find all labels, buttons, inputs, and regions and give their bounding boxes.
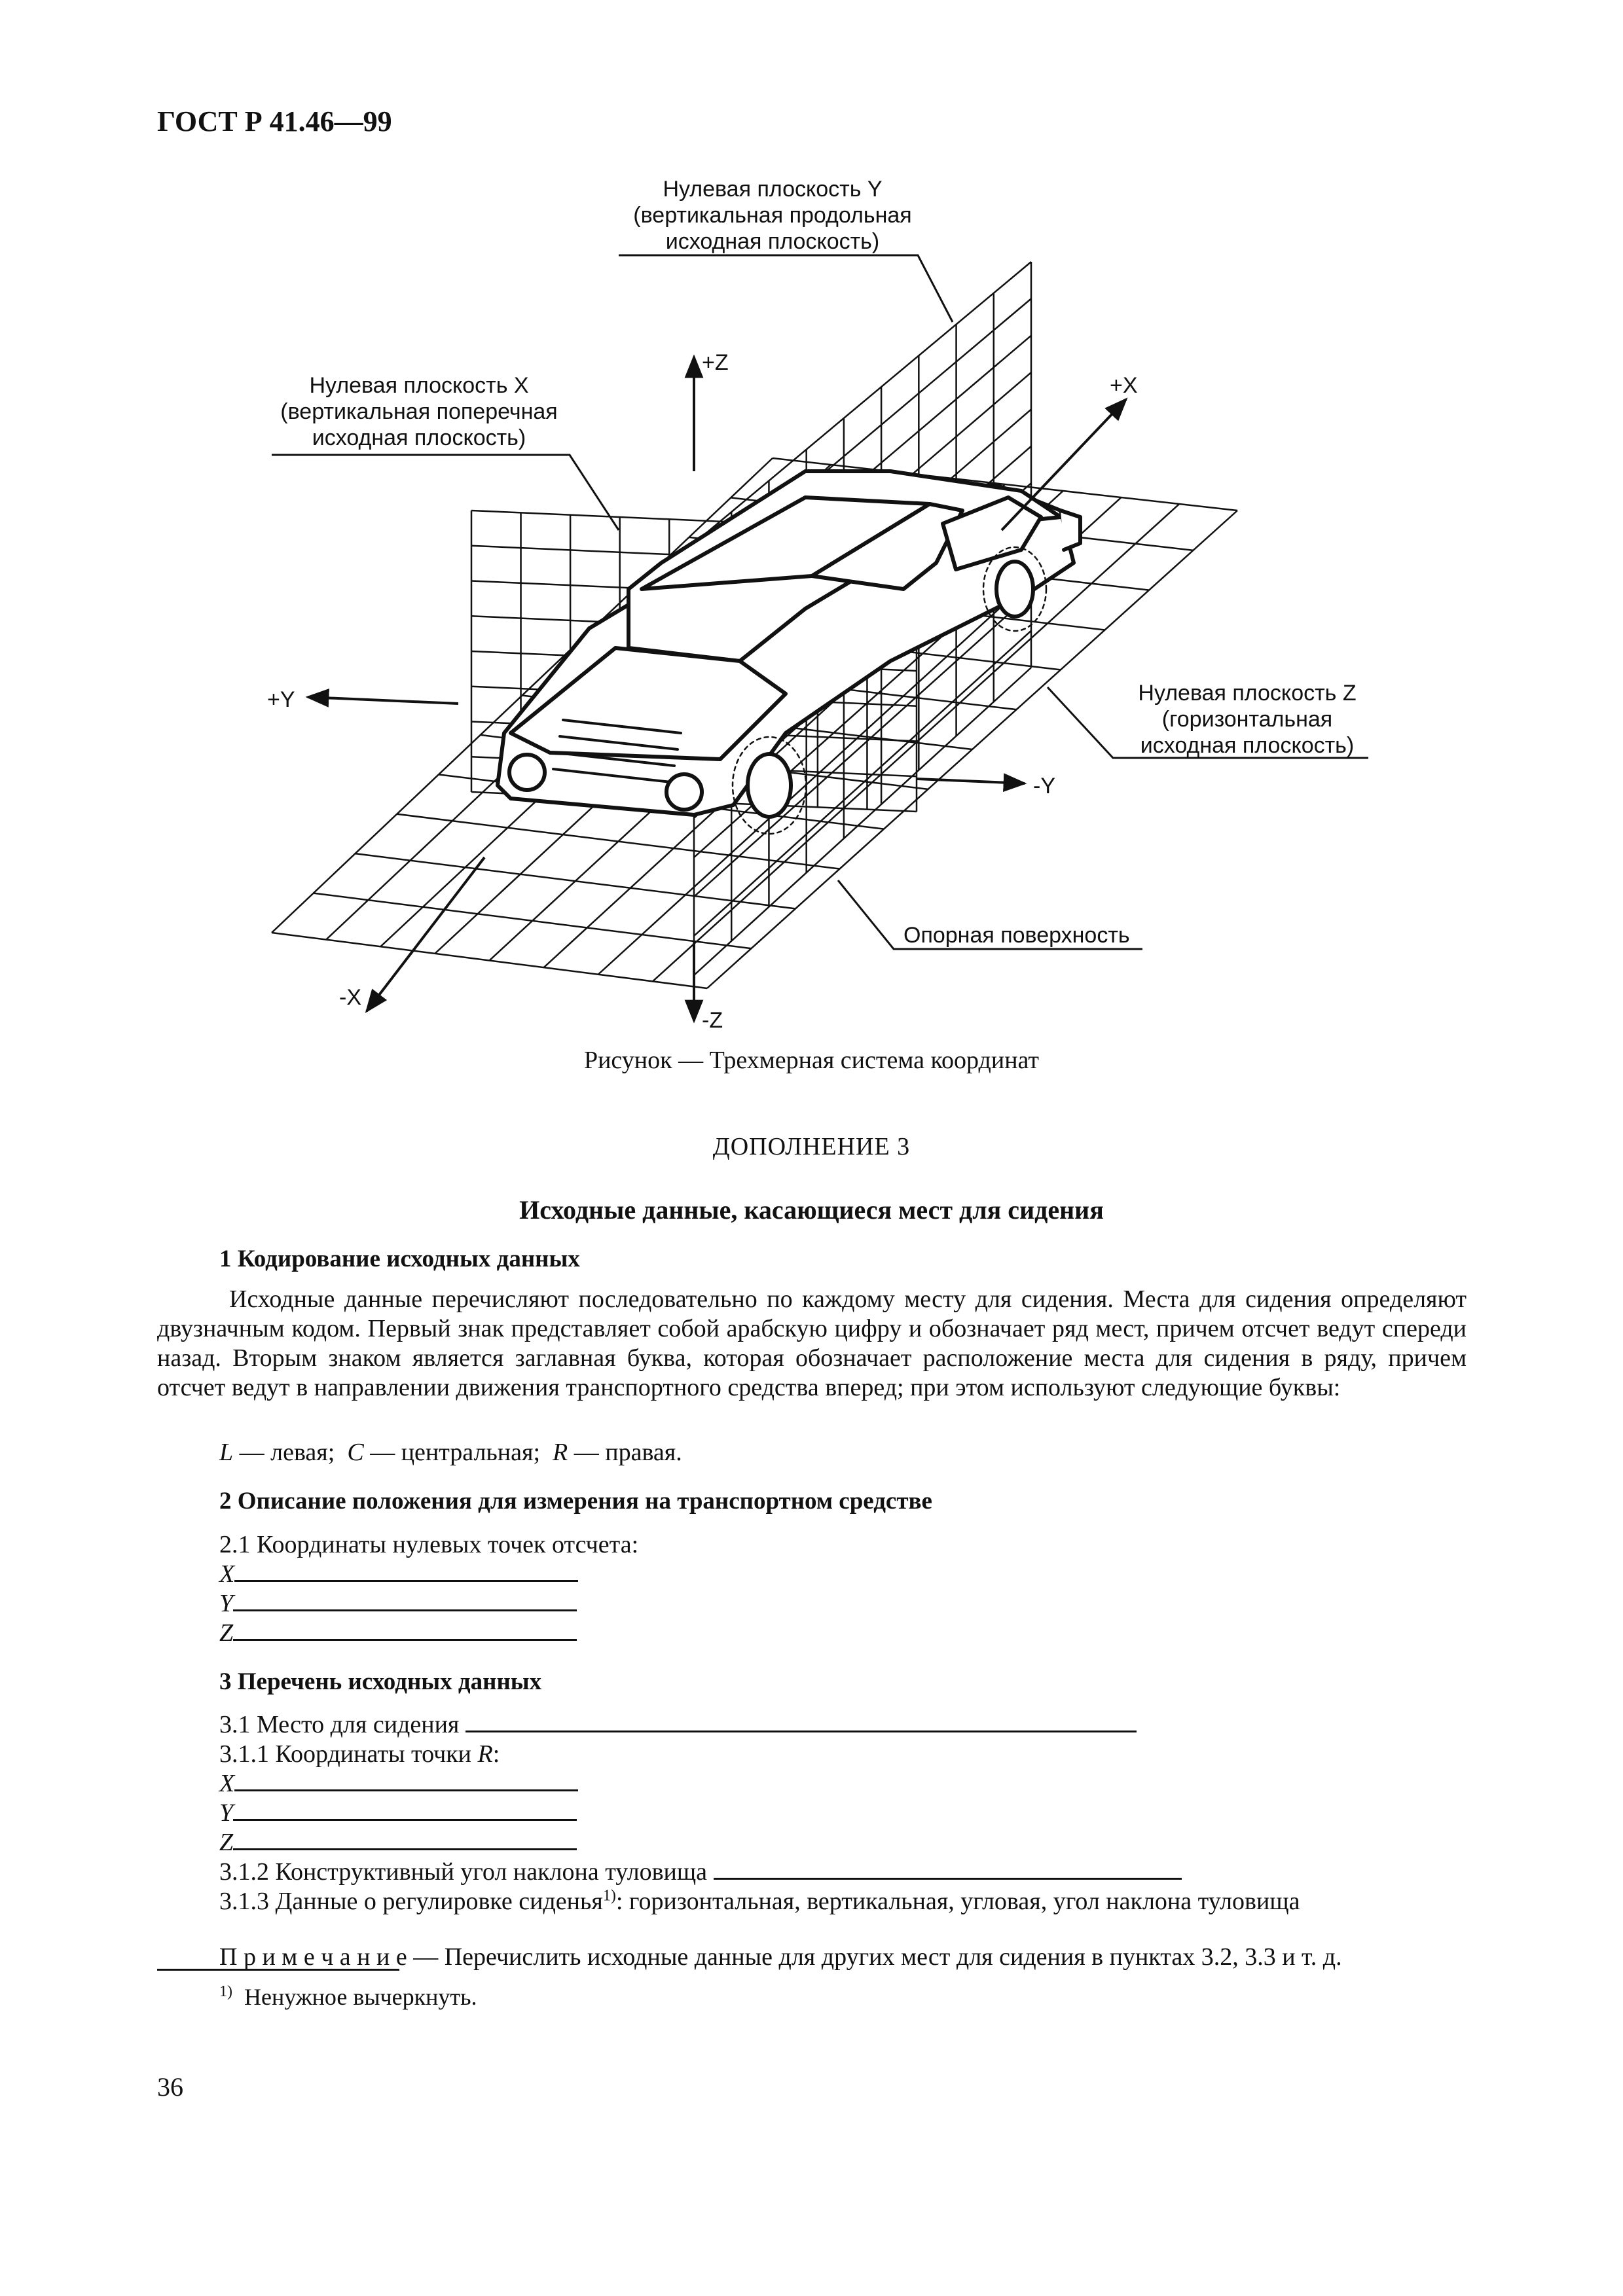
label-axis-x-positive: +X [1110, 373, 1138, 398]
label-plane-x-line3: исходная плоскость) [312, 425, 526, 450]
section-3-item-3-1-1: 3.1.1 Координаты точки R: [219, 1740, 500, 1768]
label-plane-z-line1: Нулевая плоскость Z [1138, 681, 1356, 706]
label-axis-z-negative: -Z [702, 1008, 723, 1033]
car-outline [496, 469, 1082, 835]
label-plane-x-line2: (вертикальная поперечная [280, 399, 557, 424]
footnote-divider [157, 1969, 399, 1971]
ground-grid-line [706, 510, 1238, 989]
plane-y-grid-line [693, 630, 1032, 937]
letter-l-meaning: — левая; [233, 1439, 335, 1466]
axes [305, 354, 1128, 1024]
coordinate-system-figure: Нулевая плоскость Y (вертикальная продол… [267, 177, 1368, 1033]
section-3-note: П р и м е ч а н и е — Перечислить исходн… [219, 1943, 1342, 1971]
plane-y-grid-line [693, 261, 1032, 544]
zero-point-z-field[interactable]: Z [219, 1619, 577, 1647]
section-title: Исходные данные, касающиеся мест для сид… [519, 1195, 1104, 1225]
label-axis-z-positive: +Z [702, 350, 729, 375]
plane-y-grid-line [693, 593, 1032, 897]
footnote-mark: 1) [219, 1983, 232, 2000]
footnote: 1) Ненужное вычеркнуть. [219, 1983, 477, 2011]
section-1-paragraph: Исходные данные перечисляют последовател… [157, 1285, 1467, 1403]
section-1-heading: 1 Кодирование исходных данных [219, 1246, 580, 1272]
label-plane-y-line1: Нулевая плоскость Y [663, 177, 882, 202]
r-point-z-field[interactable]: Z [219, 1828, 577, 1857]
section-1-text: Исходные данные перечисляют последовател… [157, 1285, 1467, 1401]
label-plane-x-line1: Нулевая плоскость X [309, 373, 528, 398]
axis-y-negative [916, 773, 1027, 793]
axis-x-positive [1000, 397, 1128, 531]
plane-y-grid-line [693, 667, 1032, 976]
letter-l: L [219, 1439, 234, 1466]
label-plane-z-line2: (горизонтальная [1162, 707, 1332, 732]
axis-y-positive [305, 689, 459, 708]
axis-x-negative [365, 856, 486, 1013]
note-text: — Перечислить исходные данные для других… [407, 1943, 1342, 1971]
section-3-item-3-1-3: 3.1.3 Данные о регулировке сиденья1): го… [219, 1887, 1300, 1915]
note-label: П р и м е ч а н и е [219, 1943, 407, 1971]
page-number: 36 [157, 2072, 183, 2102]
label-plane-z-line3: исходная плоскость) [1140, 733, 1354, 758]
letter-r: R [553, 1439, 568, 1466]
label-axis-y-positive: +Y [267, 687, 295, 712]
ground-grid-line [652, 503, 1180, 982]
figure-caption: Рисунок — Трехмерная система координат [583, 1047, 1040, 1074]
seat-letter-codes: L — левая; C — центральная; R — правая. [219, 1438, 682, 1467]
r-point-x-field[interactable]: X [219, 1769, 579, 1798]
zero-point-y-field[interactable]: Y [219, 1589, 577, 1618]
seat-position-field[interactable]: 3.1 Место для сидения [219, 1710, 1137, 1739]
figure-labels: Нулевая плоскость Y (вертикальная продол… [267, 177, 1357, 1033]
label-axis-y-negative: -Y [1033, 774, 1055, 798]
r-point-y-field[interactable]: Y [219, 1799, 577, 1827]
label-plane-y-line3: исходная плоскость) [666, 229, 879, 254]
ground-grid-line [271, 457, 773, 933]
footnote-text: Ненужное вычеркнуть. [244, 1984, 477, 2010]
document-header: ГОСТ Р 41.46—99 [157, 105, 392, 137]
letter-c-meaning: — центральная; [363, 1439, 541, 1466]
section-2-item-2-1: 2.1 Координаты нулевых точек отсчета: [219, 1531, 639, 1558]
section-3-heading: 3 Перечень исходных данных [219, 1668, 542, 1695]
zero-point-x-field[interactable]: X [219, 1560, 579, 1588]
section-2-heading: 2 Описание положения для измерения на тр… [219, 1488, 932, 1515]
leader-lines [272, 254, 1368, 950]
label-axis-x-negative: -X [339, 985, 361, 1010]
letter-r-meaning: — правая. [568, 1439, 682, 1466]
label-reference-surface: Опорная поверхность [903, 923, 1130, 948]
addendum-title: ДОПОЛНЕНИЕ 3 [712, 1133, 911, 1160]
torso-angle-field[interactable]: 3.1.2 Конструктивный угол наклона тулови… [219, 1857, 1182, 1886]
label-plane-y-line2: (вертикальная продольная [633, 203, 911, 228]
letter-c: C [347, 1439, 364, 1466]
